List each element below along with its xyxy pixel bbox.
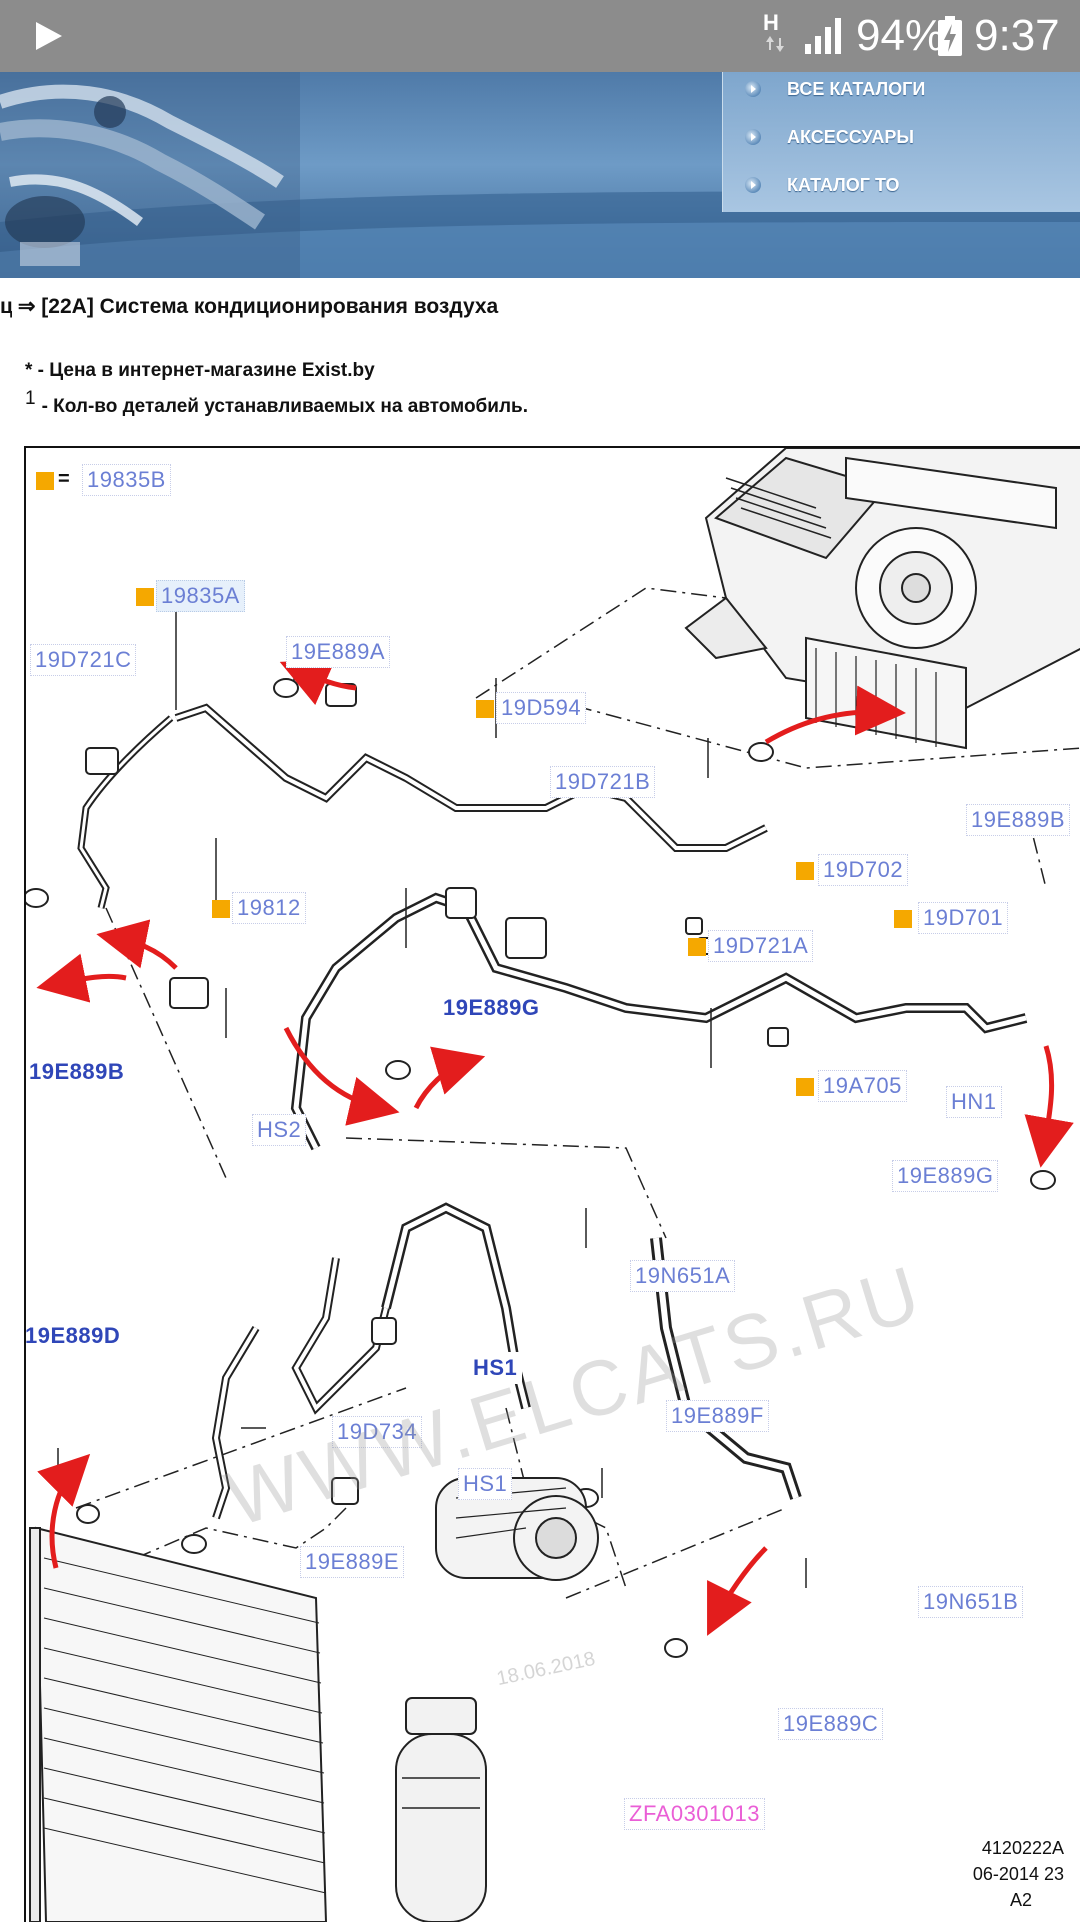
diagram-drawing [26,448,1080,1922]
quantity-note: 1- Кол-во деталей устанавливаемых на авт… [25,388,528,418]
catalog-menu: ВСЕ КАТАЛОГИ АКСЕССУАРЫ КАТАЛОГ ТО [722,72,1080,212]
part-marker [476,700,494,718]
quantity-note-text: - Кол-во деталей устанавливаемых на авто… [41,396,528,417]
network-type-label: H [763,10,779,35]
receiver-drier [395,1697,487,1922]
drawing-stamp-line1: 4120222A [981,1838,1064,1858]
part-marker [212,900,230,918]
menu-item-all-catalogs[interactable]: ВСЕ КАТАЛОГИ [745,74,925,104]
breadcrumb-cut-prefix: ц. [0,295,12,318]
data-activity-icon [766,36,784,52]
part-label[interactable]: 19D721A [708,930,814,962]
part-label[interactable]: 19D702 [818,854,909,886]
part-label[interactable]: 19D721B [550,766,656,798]
page-title: [22A] Система кондиционирования воздуха [41,295,499,318]
part-label[interactable]: 19A705 [818,1070,907,1102]
drawing-stamp-line2: 06-2014 23 [972,1864,1064,1884]
engine-image [0,72,300,278]
breadcrumb: ц. ⇒ [22A] Система кондиционирования воз… [0,294,498,319]
part-label[interactable]: HS1 [468,1352,523,1384]
menu-item-label: АКСЕССУАРЫ [787,126,914,147]
battery-charging-icon [938,16,962,56]
menu-item-label: КАТАЛОГ ТО [787,174,900,195]
clock: 9:37 [974,11,1060,60]
part-label[interactable]: 19D734 [332,1416,423,1448]
legend-marker [36,472,54,490]
part-label[interactable]: 19812 [232,892,306,924]
hvac-unit [684,448,1080,750]
part-marker [796,862,814,880]
drawing-stamp-line3: A2 [1009,1890,1032,1910]
banner-swoosh [0,191,1080,278]
part-marker [136,588,154,606]
menu-item-maintenance-catalog[interactable]: КАТАЛОГ ТО [745,170,900,200]
part-marker [796,1078,814,1096]
breadcrumb-arrow: ⇒ [17,295,36,318]
part-label[interactable]: 19E889F [666,1400,769,1432]
part-label[interactable]: HN1 [946,1086,1002,1118]
battery-percent: 94% [856,11,945,60]
quantity-superscript: 1 [25,388,36,409]
part-label[interactable]: 19E889D [26,1320,126,1352]
part-label[interactable]: 19E889E [300,1546,405,1578]
part-label[interactable]: 19E889G [438,992,545,1024]
part-label[interactable]: 19N651A [630,1260,736,1292]
status-bar: H 94% 9:37 [0,0,1080,72]
legend-equals: = [58,468,70,490]
header-banner: ВСЕ КАТАЛОГИ АКСЕССУАРЫ КАТАЛОГ ТО [0,72,1080,278]
part-label[interactable]: 19D701 [918,902,1009,934]
part-label[interactable]: 19E889G [892,1160,999,1192]
arrow-bullet-icon [745,81,761,97]
compressor [435,1477,599,1581]
arrow-bullet-icon [745,129,761,145]
menu-item-accessories[interactable]: АКСЕССУАРЫ [745,122,914,152]
part-marker [894,910,912,928]
part-label[interactable]: 19835A [156,580,245,612]
signal-strength-icon [805,18,841,54]
part-label[interactable]: 19E889C [778,1708,884,1740]
red-direction-arrows [36,659,1074,1636]
price-note: * - Цена в интернет-магазине Exist.by [25,360,375,381]
part-label[interactable]: 19D721C [30,644,137,676]
menu-item-label: ВСЕ КАТАЛОГИ [787,78,926,99]
part-label[interactable]: 19N651B [918,1586,1024,1618]
part-label[interactable]: ZFA0301013 [624,1798,765,1830]
part-label[interactable]: HS1 [458,1468,513,1500]
condenser [29,1526,328,1922]
part-label[interactable]: HS2 [252,1114,307,1146]
play-icon[interactable] [30,18,66,54]
arrow-bullet-icon [745,177,761,193]
part-label[interactable]: 19E889A [286,636,391,668]
part-label[interactable]: 19835B [82,464,171,496]
part-marker [688,938,706,956]
fittings [26,678,1056,1658]
part-label[interactable]: 19D594 [496,692,587,724]
part-label[interactable]: 19E889B [26,1056,130,1088]
parts-diagram: = 19835B 19835A 19D721C 19E889A 19D594 1… [24,446,1080,1922]
part-label[interactable]: 19E889B [966,804,1071,836]
